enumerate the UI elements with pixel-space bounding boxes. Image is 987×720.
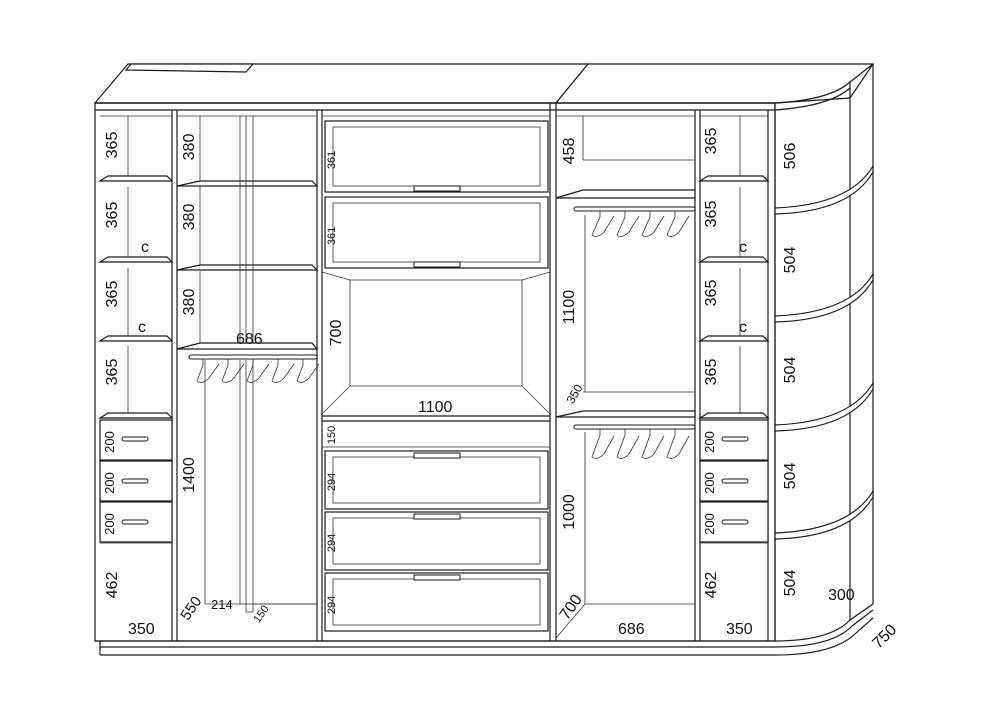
- dim-left-width: 350: [128, 621, 155, 638]
- dim-left-shelf-4: 365: [104, 359, 121, 386]
- left-drawer-1[interactable]: [99, 419, 173, 461]
- left-column: [97, 115, 174, 544]
- hanger-rod-lower-right: [573, 424, 696, 430]
- dim-left-shelf-1: 365: [104, 132, 121, 159]
- dim-hanger-inner: 214: [211, 597, 233, 612]
- dim-center-drawer-1: 294: [326, 473, 338, 491]
- corner-shelf-unit: [774, 63, 874, 656]
- dim-right-drawer-1: 200: [702, 431, 717, 453]
- dim-left-drawer-2: 200: [102, 472, 117, 494]
- dim-hanger-shelf-3: 380: [181, 289, 198, 316]
- right-column: [697, 115, 770, 544]
- dim-hanger-shelf-2: 380: [181, 204, 198, 231]
- dim-right-drawer-2: 200: [702, 472, 717, 494]
- right-hanger-column: [555, 115, 696, 639]
- center-flap-top-handle: [413, 185, 461, 192]
- right-c-label-2: c: [739, 319, 747, 336]
- dim-hanger-gap: 150: [251, 603, 271, 625]
- left-drawer-1-handle: [121, 436, 149, 442]
- dim-right-hanger-lower: 1000: [561, 494, 578, 530]
- dim-right-hanger-width: 686: [618, 621, 645, 638]
- dim-hanger-height: 1400: [181, 457, 198, 493]
- hanger-rod-left: [188, 354, 318, 360]
- right-drawer-1-handle: [721, 436, 749, 442]
- center-drawer-1-handle: [413, 452, 461, 459]
- dim-corner-width: 300: [828, 587, 855, 604]
- dim-left-drawer-3: 200: [102, 513, 117, 535]
- hanger-rod-upper-right: [573, 206, 696, 212]
- center-drawer-1[interactable]: [324, 450, 549, 510]
- cabinet-frame: [94, 102, 776, 656]
- dim-left-drawer-1: 200: [102, 431, 117, 453]
- center-column: [321, 115, 551, 632]
- dim-right-drawer-3: 200: [702, 513, 717, 535]
- dim-center-flap-1: 361: [326, 151, 338, 169]
- left-c-label-1: c: [141, 239, 149, 256]
- dim-corner-shelf-5: 504: [782, 570, 799, 597]
- center-drawer-2[interactable]: [324, 511, 549, 571]
- left-drawer-2-handle: [121, 478, 149, 484]
- left-c-label-2: c: [138, 319, 146, 336]
- dim-center-gap: 150: [326, 426, 338, 444]
- dim-center-drawer-3: 294: [326, 596, 338, 614]
- right-drawer-2-handle: [721, 478, 749, 484]
- center-flap-top[interactable]: [324, 120, 549, 193]
- dim-hanger-width-top: 686: [236, 331, 263, 348]
- dim-center-drawer-2: 294: [326, 534, 338, 552]
- center-drawer-2-handle: [413, 513, 461, 520]
- dim-center-niche: 700: [328, 320, 345, 347]
- hangers-upper-right: [591, 211, 690, 237]
- dim-center-width: 1100: [418, 399, 453, 416]
- dimension-labels: 365 365 365 365 200 200 200 462 350 c c …: [102, 128, 900, 653]
- dim-right-shelf-3: 365: [703, 280, 720, 307]
- dim-corner-shelf-2: 504: [782, 247, 799, 274]
- center-drawer-3[interactable]: [324, 572, 549, 632]
- center-flap-bottom[interactable]: [324, 196, 549, 269]
- dim-right-shelf-1: 365: [703, 128, 720, 155]
- dim-corner-shelf-3: 504: [782, 357, 799, 384]
- dim-right-width: 350: [726, 621, 753, 638]
- dim-left-shelf-3: 365: [104, 281, 121, 308]
- dim-hanger-depth: 550: [177, 593, 205, 623]
- dim-left-shelf-2: 365: [104, 202, 121, 229]
- right-drawer-3-handle: [721, 519, 749, 525]
- dim-right-hanger-upper: 1100: [561, 290, 578, 325]
- center-flap-bottom-handle: [413, 261, 461, 268]
- dim-right-hanger-top: 458: [561, 138, 578, 165]
- dim-right-bottom: 462: [703, 572, 720, 599]
- dim-corner-shelf-4: 504: [782, 463, 799, 490]
- dim-hanger-shelf-1: 380: [181, 134, 198, 161]
- hanger-column: [176, 115, 320, 613]
- hangers-lower-right: [591, 429, 690, 459]
- dim-right-shelf-2: 365: [703, 201, 720, 228]
- dim-corner-depth: 750: [869, 621, 900, 652]
- dim-corner-shelf-1: 506: [782, 143, 799, 170]
- dim-right-hanger-depth: 700: [557, 592, 586, 624]
- dim-right-hanger-middle: 350: [563, 382, 585, 407]
- dim-right-shelf-4: 365: [703, 359, 720, 386]
- dim-left-bottom: 462: [104, 572, 121, 599]
- left-drawer-3-handle: [121, 519, 149, 525]
- center-drawer-3-handle: [413, 574, 461, 581]
- dim-center-flap-2: 361: [326, 227, 338, 245]
- right-c-label-1: c: [739, 239, 747, 256]
- hangers-left: [196, 359, 320, 383]
